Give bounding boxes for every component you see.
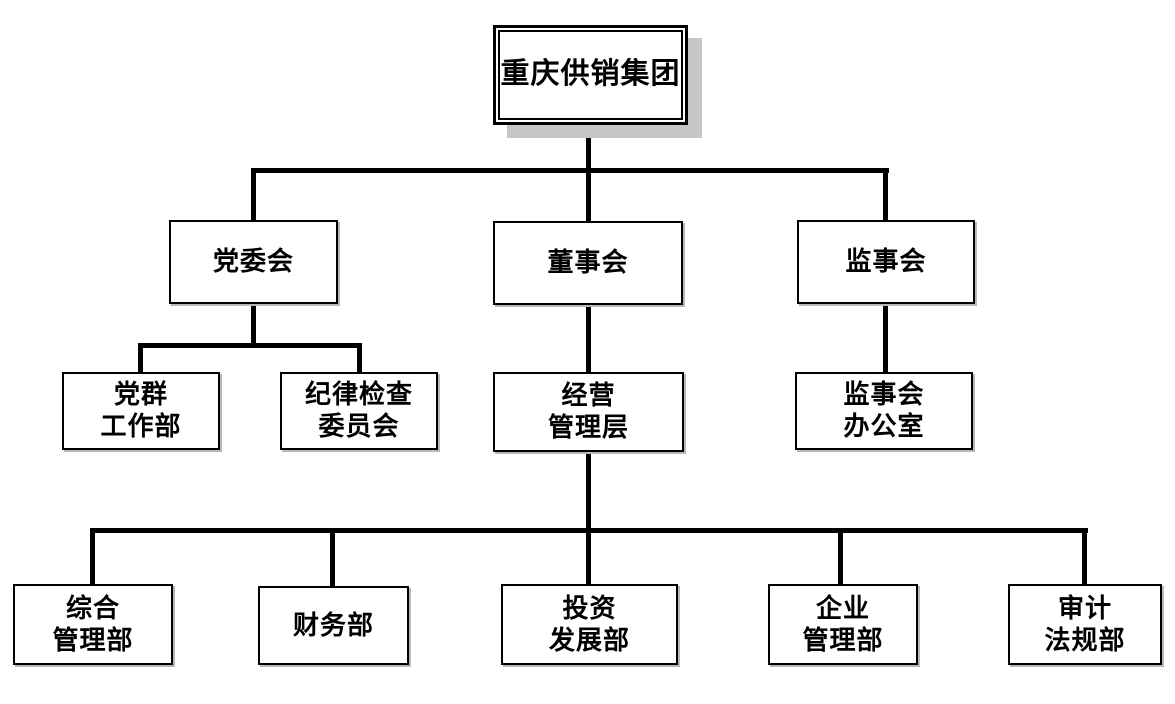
org-box-supervisory-board-office: 监事会 办公室 [795, 372, 973, 450]
org-box-supervisory-board-label: 监事会 [845, 246, 927, 277]
connector-party-rail [138, 343, 362, 348]
connector-drop-discipline-inspection [357, 343, 362, 374]
org-box-general-admin-dept: 综合 管理部 [13, 584, 173, 665]
org-box-root: 重庆供销集团 [493, 25, 688, 125]
org-box-audit-legal-dept: 审计 法规部 [1008, 584, 1162, 665]
connector-drop-enterprise [838, 528, 843, 586]
org-box-finance-dept: 财务部 [258, 586, 409, 665]
org-box-management-team-label: 经营 管理层 [547, 380, 629, 442]
connector-drop-investment [586, 528, 591, 586]
connector-board-to-management [586, 303, 591, 374]
org-box-general-admin-dept-label: 综合 管理部 [52, 592, 134, 655]
connector-drop-audit-legal [1082, 528, 1087, 586]
org-box-party-committee: 党委会 [169, 220, 338, 304]
connector-drop-party-mass-work [138, 343, 143, 374]
org-box-board-of-directors: 董事会 [493, 221, 683, 305]
org-box-investment-development-dept: 投资 发展部 [501, 584, 678, 665]
org-box-discipline-inspection-committee: 纪律检查 委员会 [280, 372, 438, 450]
connector-level2-rail [251, 168, 889, 173]
org-box-enterprise-management-dept-label: 企业 管理部 [802, 592, 884, 655]
org-box-party-committee-label: 党委会 [212, 246, 294, 277]
org-box-board-of-directors-label: 董事会 [547, 247, 629, 278]
connector-drop-general-admin [90, 528, 95, 586]
connector-drop-supervisory-board [883, 168, 888, 222]
connector-drop-finance [330, 528, 335, 588]
org-box-finance-dept-label: 财务部 [292, 609, 374, 640]
org-box-supervisory-board: 监事会 [797, 220, 975, 304]
connector-supervisory-to-office [883, 302, 888, 374]
org-box-party-mass-work-dept-label: 党群 工作部 [100, 379, 182, 441]
org-box-discipline-inspection-committee-label: 纪律检查 委员会 [304, 379, 413, 441]
connector-management-stem [586, 450, 591, 533]
connector-party-committee-stem [251, 302, 256, 348]
org-box-audit-legal-dept-label: 审计 法规部 [1044, 592, 1126, 655]
org-box-enterprise-management-dept: 企业 管理部 [768, 584, 918, 665]
org-box-investment-development-dept-label: 投资 发展部 [548, 592, 630, 655]
org-box-party-mass-work-dept: 党群 工作部 [62, 372, 220, 450]
org-box-supervisory-board-office-label: 监事会 办公室 [843, 379, 925, 441]
org-box-management-team: 经营 管理层 [493, 372, 684, 452]
org-box-root-label: 重庆供销集团 [500, 58, 681, 91]
connector-drop-party-committee [251, 168, 256, 222]
